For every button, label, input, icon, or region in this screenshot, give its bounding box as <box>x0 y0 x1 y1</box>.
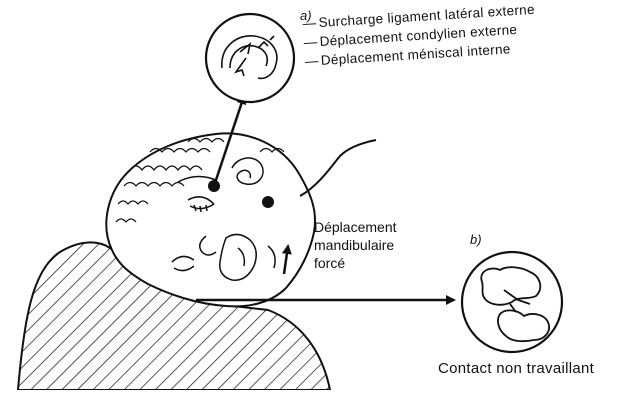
panel-b-letter: b) <box>470 232 482 247</box>
center-label-line-1: Déplacement <box>314 218 397 236</box>
dash-marker: — <box>302 13 319 33</box>
panel-a-circle <box>206 14 294 102</box>
shoulder-line <box>300 140 376 196</box>
dash-marker: — <box>303 32 320 52</box>
forced-displacement-label: Déplacement mandibulaire forcé <box>314 218 397 272</box>
dash-marker: — <box>304 51 321 71</box>
joint-dot-right <box>262 196 274 208</box>
center-label-line-3: forcé <box>314 254 397 272</box>
center-label-line-2: mandibulaire <box>314 236 397 254</box>
panel-b-caption: Contact non travaillant <box>438 360 594 377</box>
